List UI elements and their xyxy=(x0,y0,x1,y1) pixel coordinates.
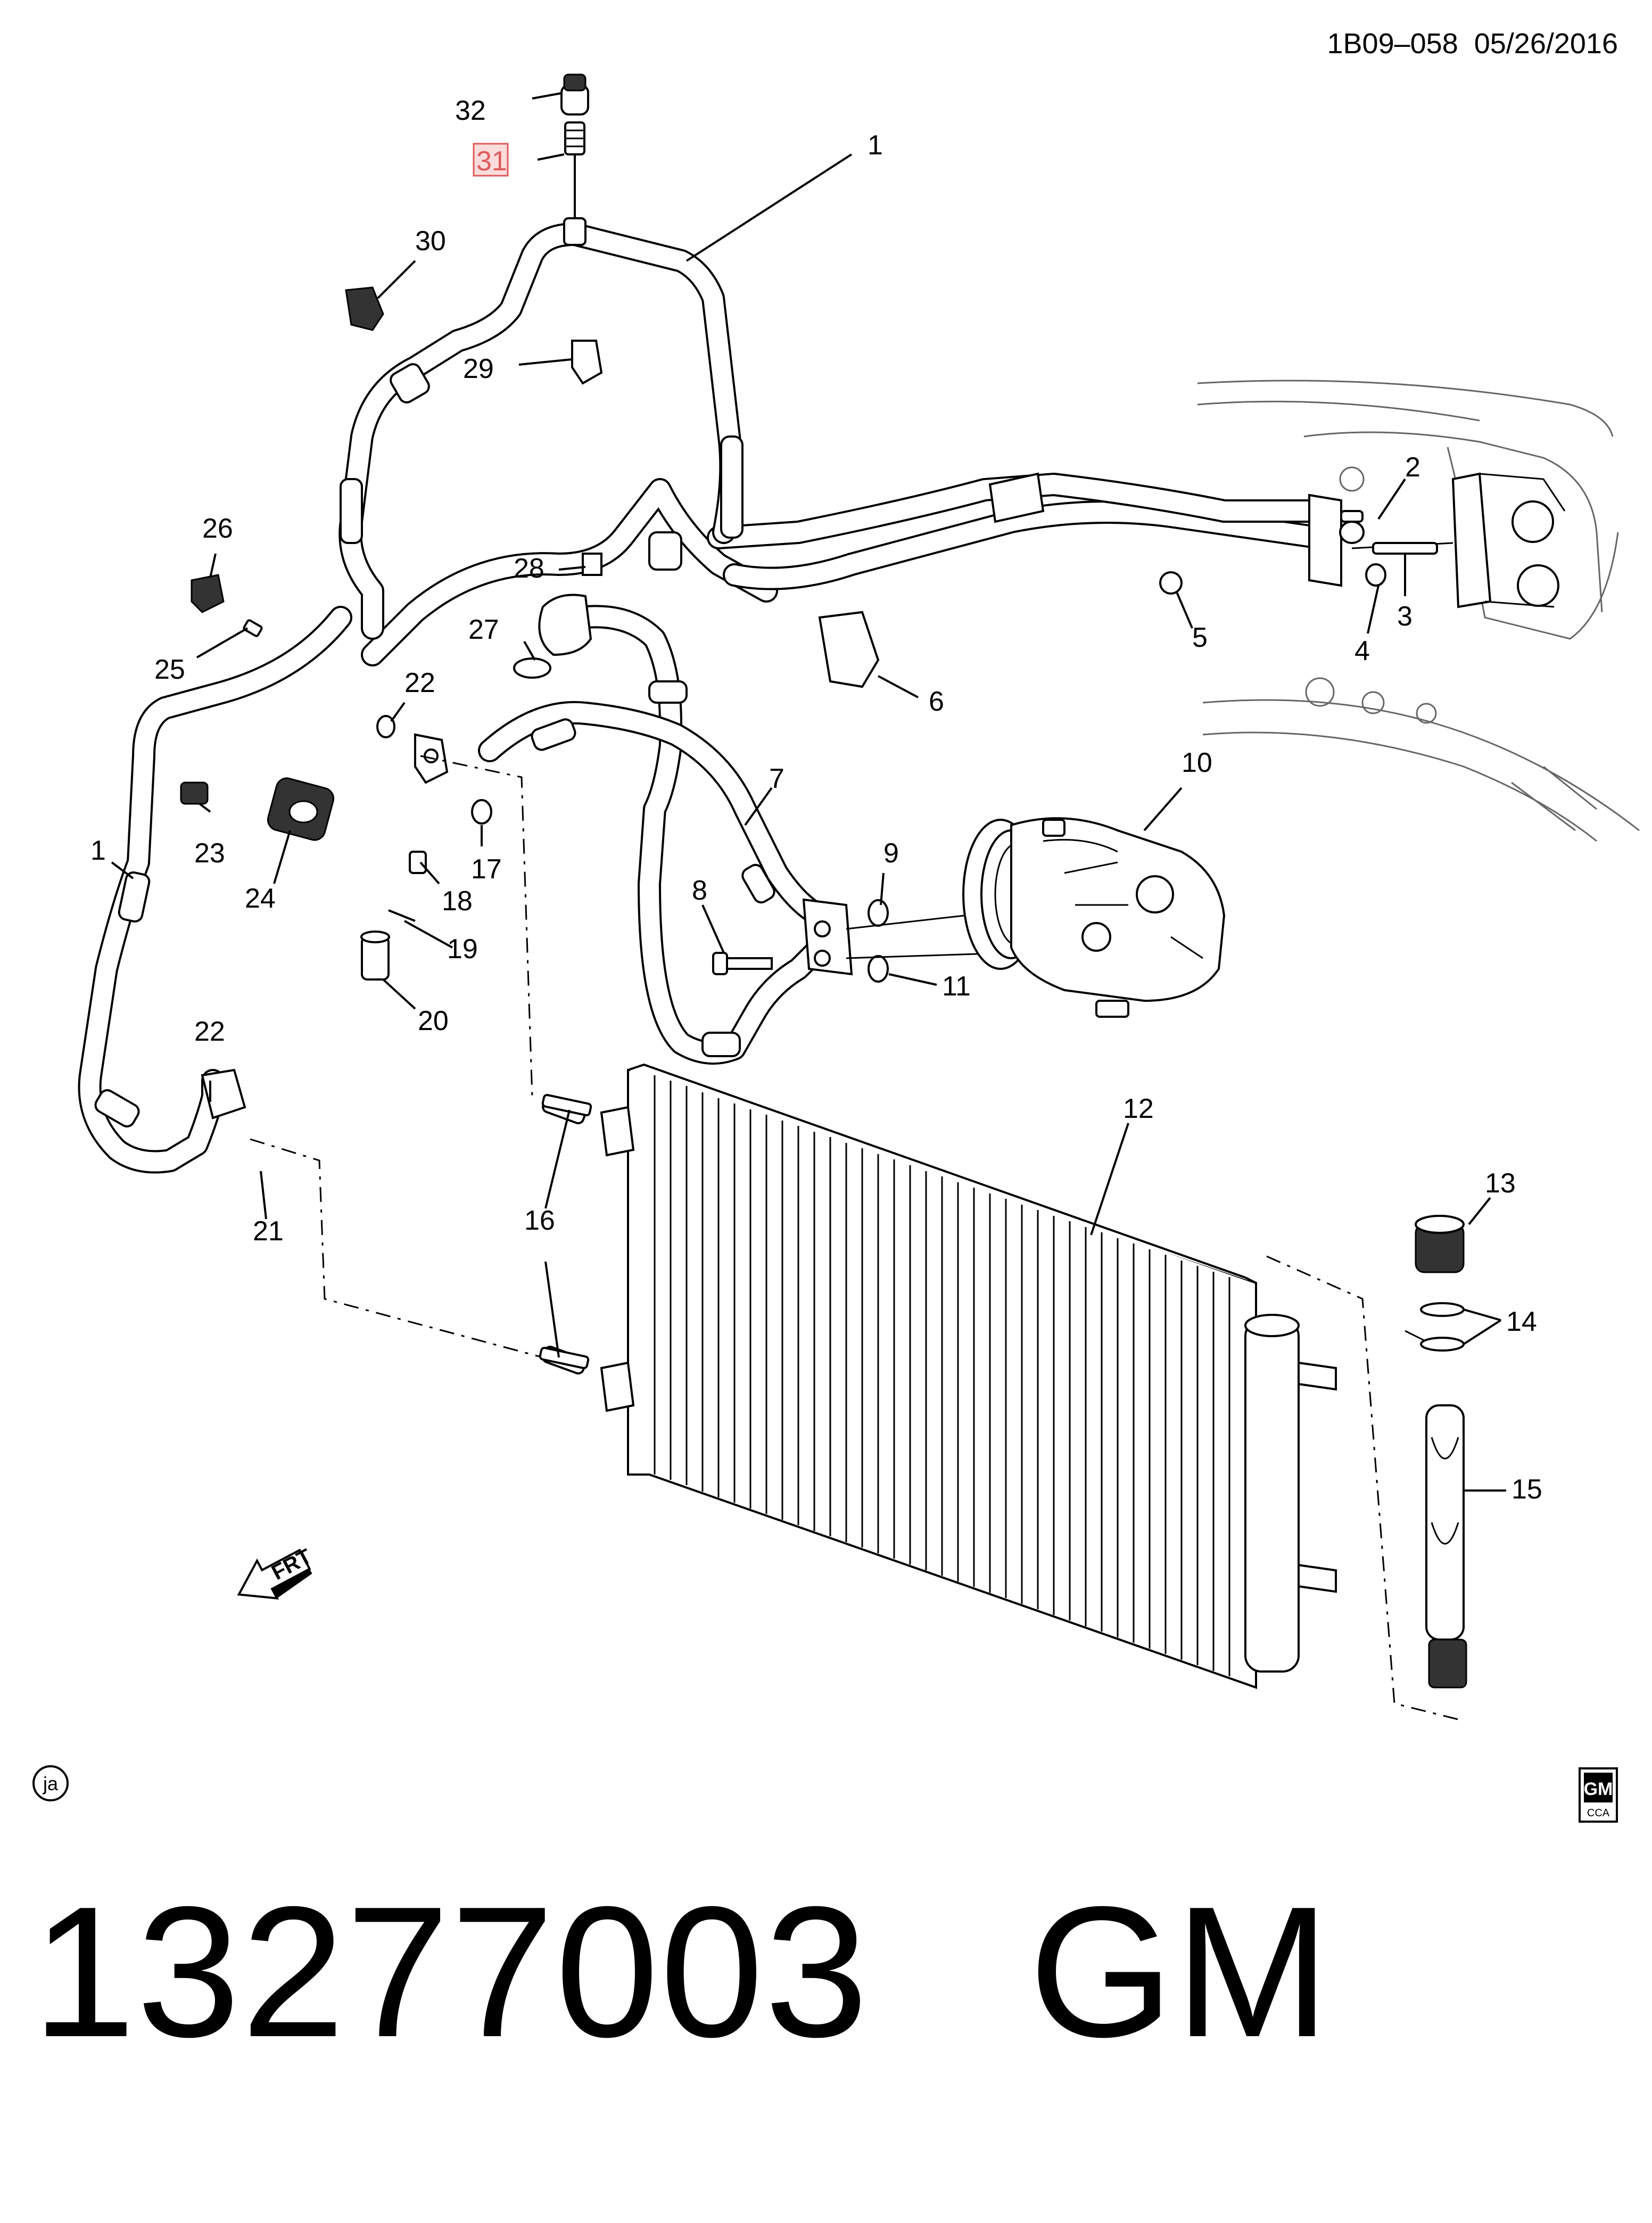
callout-11: 11 xyxy=(942,971,971,1002)
callout-7: 7 xyxy=(769,763,784,794)
callout-2: 2 xyxy=(1405,452,1420,483)
ac-compressor xyxy=(962,817,1226,1018)
service-port-assembly xyxy=(345,73,603,385)
callout-31: 31 xyxy=(476,146,507,177)
gm-cca-logo: GM CCA xyxy=(1579,1767,1618,1823)
vehicle-body-outline xyxy=(1197,380,1640,842)
svg-text:GM: GM xyxy=(1584,1779,1613,1799)
callout-30: 30 xyxy=(415,226,446,257)
refrigerant-hose-upper xyxy=(338,223,1342,666)
callout-12: 12 xyxy=(1123,1093,1154,1124)
callout-31-highlight xyxy=(473,143,509,177)
desiccant-parts xyxy=(1415,1215,1467,1689)
callout-20: 20 xyxy=(418,1006,449,1036)
mounting-studs xyxy=(539,1094,592,1369)
svg-text:CCA: CCA xyxy=(1587,1807,1610,1819)
callout-25: 25 xyxy=(154,654,185,685)
callout-3: 3 xyxy=(1397,601,1413,632)
callout-1: 1 xyxy=(868,130,883,161)
callout-10: 10 xyxy=(1182,747,1212,778)
callout-28: 28 xyxy=(514,553,544,584)
svg-text:ja: ja xyxy=(43,1773,59,1794)
illustrator-stamp: ja xyxy=(32,1765,69,1801)
callout-18: 18 xyxy=(442,886,473,917)
callout-labels: 1 1 2 3 4 5 6 7 8 9 10 11 12 13 14 15 16… xyxy=(90,95,1542,1505)
callout-4: 4 xyxy=(1354,636,1370,666)
callout-8: 8 xyxy=(692,875,707,906)
callout-26: 26 xyxy=(202,513,233,544)
callout-leaders xyxy=(111,92,1506,1492)
callout-14: 14 xyxy=(1506,1306,1537,1337)
callout-32: 32 xyxy=(455,95,486,126)
condenser xyxy=(542,1063,1337,1689)
compressor-hose xyxy=(478,605,1012,1065)
callout-16: 16 xyxy=(524,1205,555,1236)
front-direction-marker: FRT xyxy=(237,1545,316,1600)
callout-1-lower: 1 xyxy=(90,835,106,866)
callout-29: 29 xyxy=(463,353,494,384)
callout-22-lower: 22 xyxy=(194,1016,225,1047)
brand-name: GM xyxy=(1029,1868,1332,2076)
callout-27: 27 xyxy=(468,614,499,645)
callout-22-upper: 22 xyxy=(404,668,435,698)
callout-24: 24 xyxy=(245,883,276,914)
callout-6: 6 xyxy=(929,686,944,717)
part-number: 13277003 xyxy=(32,1868,870,2076)
small-fittings xyxy=(180,472,1566,981)
callout-5: 5 xyxy=(1192,622,1208,653)
callout-17: 17 xyxy=(471,854,502,885)
callout-13: 13 xyxy=(1485,1168,1516,1199)
callout-23: 23 xyxy=(194,838,225,869)
callout-19: 19 xyxy=(447,934,478,965)
callout-15: 15 xyxy=(1511,1474,1542,1505)
callout-21: 21 xyxy=(253,1216,284,1247)
refrigerant-hose-lower xyxy=(78,606,352,1174)
callout-9: 9 xyxy=(883,838,899,869)
